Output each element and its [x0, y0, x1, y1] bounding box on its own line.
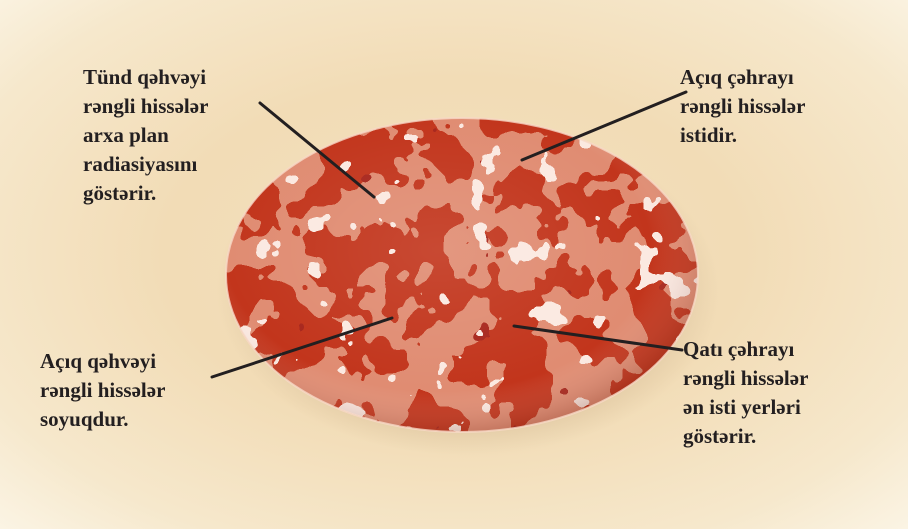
label-light-pink-regions: Açıq çəhrayı rəngli hissələr istidir.	[680, 63, 805, 150]
label-dark-brown-regions: Tünd qəhvəyi rəngli hissələr arxa plan r…	[83, 63, 208, 208]
label-light-brown-regions: Açıq qəhvəyi rəngli hissələr soyuqdur.	[40, 347, 165, 434]
map-shading	[226, 118, 698, 432]
label-deep-pink-regions: Qatı çəhrayı rəngli hissələr ən isti yer…	[683, 335, 808, 451]
